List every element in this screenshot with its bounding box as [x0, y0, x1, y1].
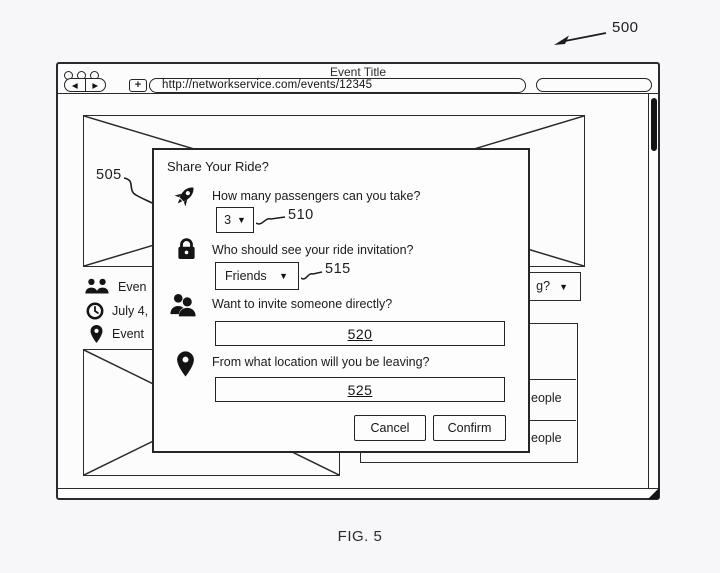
confirm-button[interactable]: Confirm — [433, 415, 506, 441]
pin-icon — [177, 351, 194, 377]
url-text: http://networkservice.com/events/12345 — [162, 78, 373, 91]
event-name-text: Even — [118, 280, 147, 294]
status-bar-divider — [58, 488, 658, 489]
lock-icon — [178, 238, 195, 259]
figure-caption: FIG. 5 — [337, 528, 383, 545]
going-dropdown-label: g? — [536, 279, 551, 294]
attendee-count-text: eople — [531, 391, 562, 405]
back-button[interactable]: ◀ — [65, 79, 85, 91]
plus-icon: + — [134, 79, 142, 91]
question-passengers: How many passengers can you take? — [212, 189, 421, 203]
share-ride-dialog: Share Your Ride? How many passengers can… — [152, 148, 530, 453]
leader-line — [301, 271, 323, 280]
resize-grip-icon — [648, 488, 659, 499]
leader-line — [123, 177, 153, 204]
invite-input[interactable]: 520 — [215, 321, 505, 346]
dialog-title: Share Your Ride? — [167, 159, 269, 174]
chevron-down-icon: ▼ — [559, 281, 568, 292]
visibility-value: Friends — [225, 269, 267, 283]
dialog-ref-505: 505 — [96, 167, 122, 183]
forward-icon: ▶ — [92, 80, 99, 90]
attendees-icon — [85, 278, 109, 294]
leader-arrow-icon — [554, 32, 607, 45]
passengers-dropdown[interactable]: 3 ▼ — [216, 207, 254, 233]
scrollbar-track[interactable] — [648, 94, 649, 488]
chevron-down-icon: ▼ — [279, 271, 288, 281]
ref-515: 515 — [325, 261, 351, 277]
window-title: Event Title — [329, 65, 387, 79]
clock-icon — [86, 302, 104, 320]
cancel-button[interactable]: Cancel — [354, 415, 426, 441]
location-input-ref: 525 — [347, 381, 373, 398]
ref-510: 510 — [288, 207, 314, 223]
location-input[interactable]: 525 — [215, 377, 505, 402]
question-visibility: Who should see your ride invitation? — [212, 243, 414, 257]
new-tab-button[interactable]: + — [129, 78, 147, 92]
event-location-text: Event — [112, 327, 144, 341]
passengers-value: 3 — [224, 213, 232, 227]
location-icon — [90, 325, 103, 343]
leader-line — [256, 216, 286, 225]
url-bar[interactable]: http://networkservice.com/events/12345 — [149, 78, 526, 93]
event-date-text: July 4, — [112, 304, 149, 318]
chevron-down-icon: ▼ — [237, 215, 246, 225]
invite-input-ref: 520 — [347, 325, 373, 342]
invite-people-icon — [170, 294, 196, 317]
toolbar-divider — [58, 93, 658, 94]
question-location: From what location will you be leaving? — [212, 355, 430, 369]
visibility-dropdown[interactable]: Friends ▼ — [215, 262, 299, 290]
figure-ref-500: 500 — [612, 19, 639, 36]
nav-buttons: ◀ ▶ — [64, 78, 106, 92]
scrollbar-thumb[interactable] — [651, 98, 657, 151]
rocket-icon — [174, 187, 194, 207]
attendee-count-text: eople — [531, 431, 562, 445]
question-invite: Want to invite someone directly? — [212, 297, 393, 311]
back-icon: ◀ — [71, 80, 78, 90]
forward-button[interactable]: ▶ — [84, 79, 106, 91]
search-field[interactable] — [536, 78, 652, 92]
